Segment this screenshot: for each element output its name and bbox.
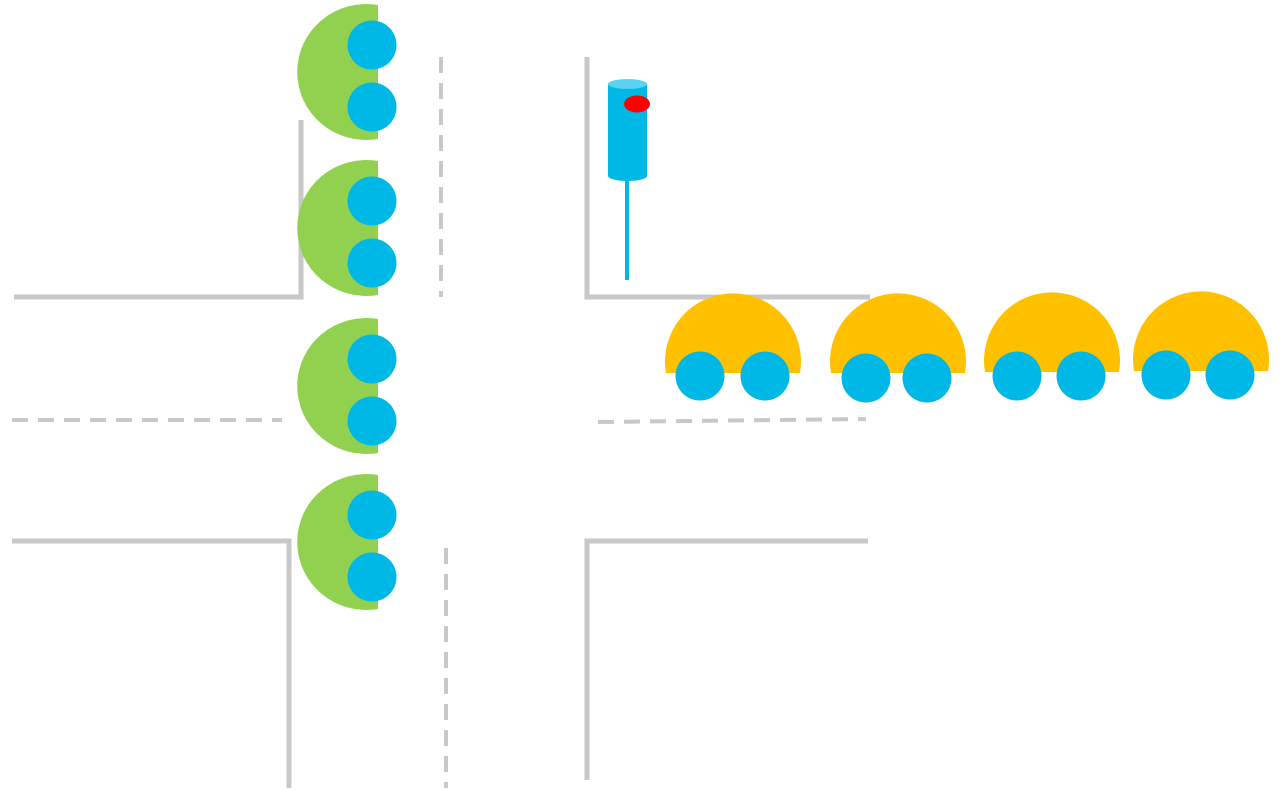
wheel-icon: [1206, 351, 1255, 400]
car-icon: [297, 160, 396, 296]
car-icon: [665, 293, 801, 400]
wheel-icon: [348, 397, 397, 446]
wheel-icon: [348, 239, 397, 288]
car-icon: [297, 4, 396, 140]
horizontal-vehicle-queue: [665, 291, 1269, 402]
wheel-icon: [741, 352, 790, 401]
road-markings: [12, 57, 870, 788]
traffic-light: [608, 79, 650, 280]
wheel-icon: [842, 354, 891, 403]
wheel-icon: [993, 352, 1042, 401]
wheel-icon: [348, 21, 397, 70]
car-icon: [297, 474, 396, 610]
road-edge-line: [587, 541, 868, 780]
lane-divider-line: [598, 419, 866, 422]
red-light-indicator: [624, 96, 650, 113]
vertical-vehicle-queue: [297, 4, 396, 610]
traffic-light-cap: [608, 79, 647, 89]
wheel-icon: [348, 83, 397, 132]
car-icon: [1133, 291, 1269, 399]
wheel-icon: [1057, 352, 1106, 401]
wheel-icon: [676, 352, 725, 401]
road-edge-line: [12, 541, 289, 788]
car-icon: [830, 293, 966, 402]
wheel-icon: [903, 354, 952, 403]
car-icon: [984, 292, 1120, 400]
wheel-icon: [348, 553, 397, 602]
wheel-icon: [348, 335, 397, 384]
wheel-icon: [1142, 351, 1191, 400]
car-icon: [297, 318, 396, 454]
road-edge-line: [14, 120, 301, 297]
wheel-icon: [348, 491, 397, 540]
wheel-icon: [348, 177, 397, 226]
